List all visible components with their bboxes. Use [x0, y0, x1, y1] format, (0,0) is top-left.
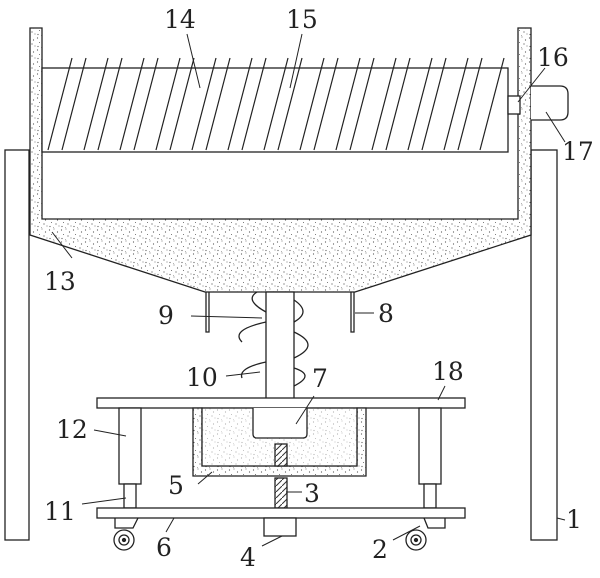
callout-9: 9 [158, 301, 174, 330]
callout-8: 8 [378, 299, 394, 328]
upper-platform-plate [96, 397, 466, 409]
callout-14: 14 [164, 5, 196, 34]
threaded-rod-lower [274, 477, 288, 509]
callout-18: 18 [432, 357, 464, 386]
callout-6: 6 [156, 533, 172, 562]
shaft-coupling [507, 95, 521, 115]
right-lift-rod [423, 483, 437, 509]
hopper-body [29, 27, 532, 293]
discharge-shaft [265, 291, 295, 403]
left-caster [113, 517, 139, 551]
base-plate [96, 507, 466, 519]
callout-2: 2 [372, 535, 388, 564]
right-caster [405, 517, 446, 551]
discharge-spiral [238, 291, 309, 387]
drive-motor [531, 85, 569, 121]
left-support-leg [4, 149, 30, 541]
callout-12: 12 [56, 415, 88, 444]
callout-7: 7 [312, 364, 328, 393]
callout-16: 16 [537, 43, 569, 72]
left-lift-cylinder [118, 407, 142, 485]
threaded-rod-upper [274, 443, 288, 467]
callout-1: 1 [566, 505, 582, 534]
callout-11: 11 [44, 497, 76, 526]
connecting-block [252, 408, 308, 439]
callout-3: 3 [304, 479, 320, 508]
callout-17: 17 [562, 137, 594, 166]
bottom-motor [263, 517, 297, 537]
callout-15: 15 [286, 5, 318, 34]
left-lift-rod [123, 483, 137, 509]
right-support-leg [530, 149, 558, 541]
right-lift-cylinder [418, 407, 442, 485]
callout-5: 5 [168, 471, 184, 500]
callout-10: 10 [186, 363, 218, 392]
screw-flights [47, 57, 505, 151]
callout-4: 4 [240, 543, 256, 572]
left-outlet-bracket [205, 292, 210, 333]
callout-13: 13 [44, 267, 76, 296]
leader-lines [51, 33, 566, 547]
right-outlet-bracket [350, 292, 355, 333]
